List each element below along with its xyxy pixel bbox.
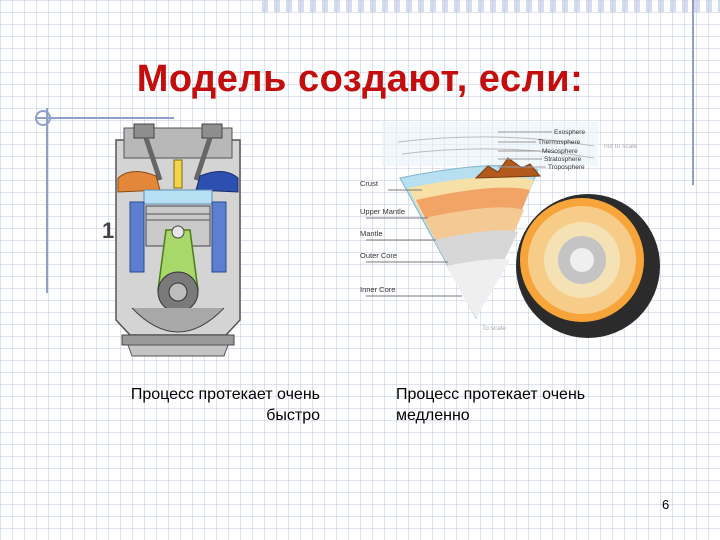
label-exosphere: Exosphere: [554, 129, 585, 136]
label-thermosphere: Thermosphere: [538, 139, 581, 146]
caption-right-line1: Процесс протекает очень: [396, 386, 586, 403]
caption-left: Процесс протекает очень быстро: [80, 384, 320, 426]
decorative-vertical-line-left: [46, 108, 48, 293]
slide-title: Модель создают, если:: [136, 58, 584, 100]
label-mesosphere: Mesosphere: [542, 148, 578, 155]
label-mantle: Mantle: [360, 229, 383, 238]
label-troposphere: Troposphere: [548, 164, 585, 171]
label-inner-core: Inner Core: [360, 285, 395, 294]
engine-cylinder-illustration: 1: [102, 120, 248, 365]
decorative-circle: [35, 110, 51, 126]
slide-number: 6: [662, 497, 670, 512]
decorative-horizontal-line: [36, 117, 174, 119]
caption-right: Процесс протекает очень медленно: [396, 384, 646, 426]
caption-left-line2: быстро: [266, 407, 320, 424]
caption-right-line2: медленно: [396, 407, 470, 424]
label-crust: Crust: [360, 179, 379, 188]
label-stratosphere: Stratosphere: [544, 156, 582, 163]
label-outer-core: Outer Core: [360, 251, 397, 260]
caption-left-line1: Процесс протекает очень: [130, 386, 320, 403]
stroke-number: 1: [102, 218, 115, 243]
label-upper-mantle: Upper Mantle: [360, 207, 405, 216]
scale-note-bottom: To scale: [482, 325, 506, 332]
decorative-top-bar: [262, 0, 720, 12]
decorative-vertical-line-right: [692, 0, 694, 185]
earth-structure-illustration: Crust Upper Mantle Mantle Outer Core Inn…: [358, 118, 678, 340]
scale-note-top: not to scale: [604, 143, 638, 150]
